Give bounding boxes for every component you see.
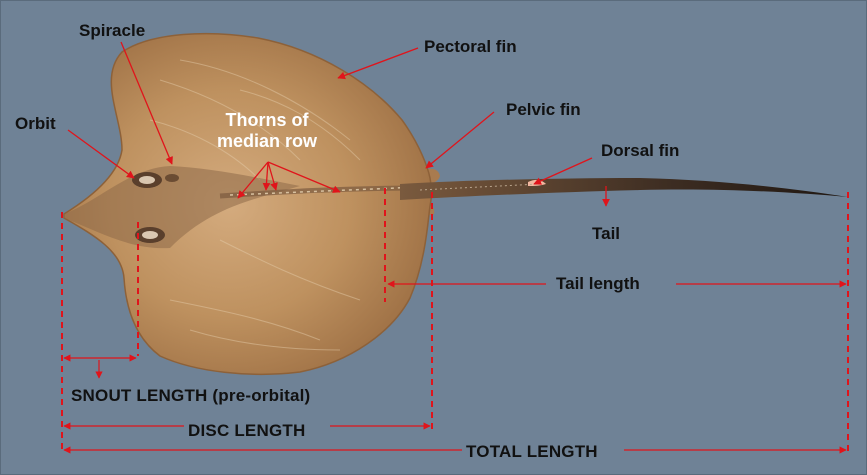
ray-tail: [400, 178, 848, 200]
dorsal-fin-label: Dorsal fin: [601, 142, 679, 159]
pectoral-fin-label: Pectoral fin: [424, 38, 517, 55]
orbit-label: Orbit: [15, 115, 56, 132]
disc-length-label: DISC LENGTH: [188, 422, 305, 439]
tail-length-label: Tail length: [556, 275, 640, 292]
orbit-upper-highlight: [139, 176, 155, 184]
snout-length-label: SNOUT LENGTH (pre-orbital): [71, 387, 310, 404]
thorns-label-line1: Thorns of: [226, 110, 309, 130]
orbit-lower-highlight: [142, 231, 158, 239]
thorns-label-line2: median row: [217, 131, 317, 151]
total-length-label: TOTAL LENGTH: [466, 443, 598, 460]
thorns-label: Thorns of median row: [200, 110, 334, 151]
spiracle-label: Spiracle: [79, 22, 145, 39]
tail-label: Tail: [592, 225, 620, 242]
pelvic-fin-label: Pelvic fin: [506, 101, 581, 118]
spiracle-mark: [165, 174, 179, 182]
